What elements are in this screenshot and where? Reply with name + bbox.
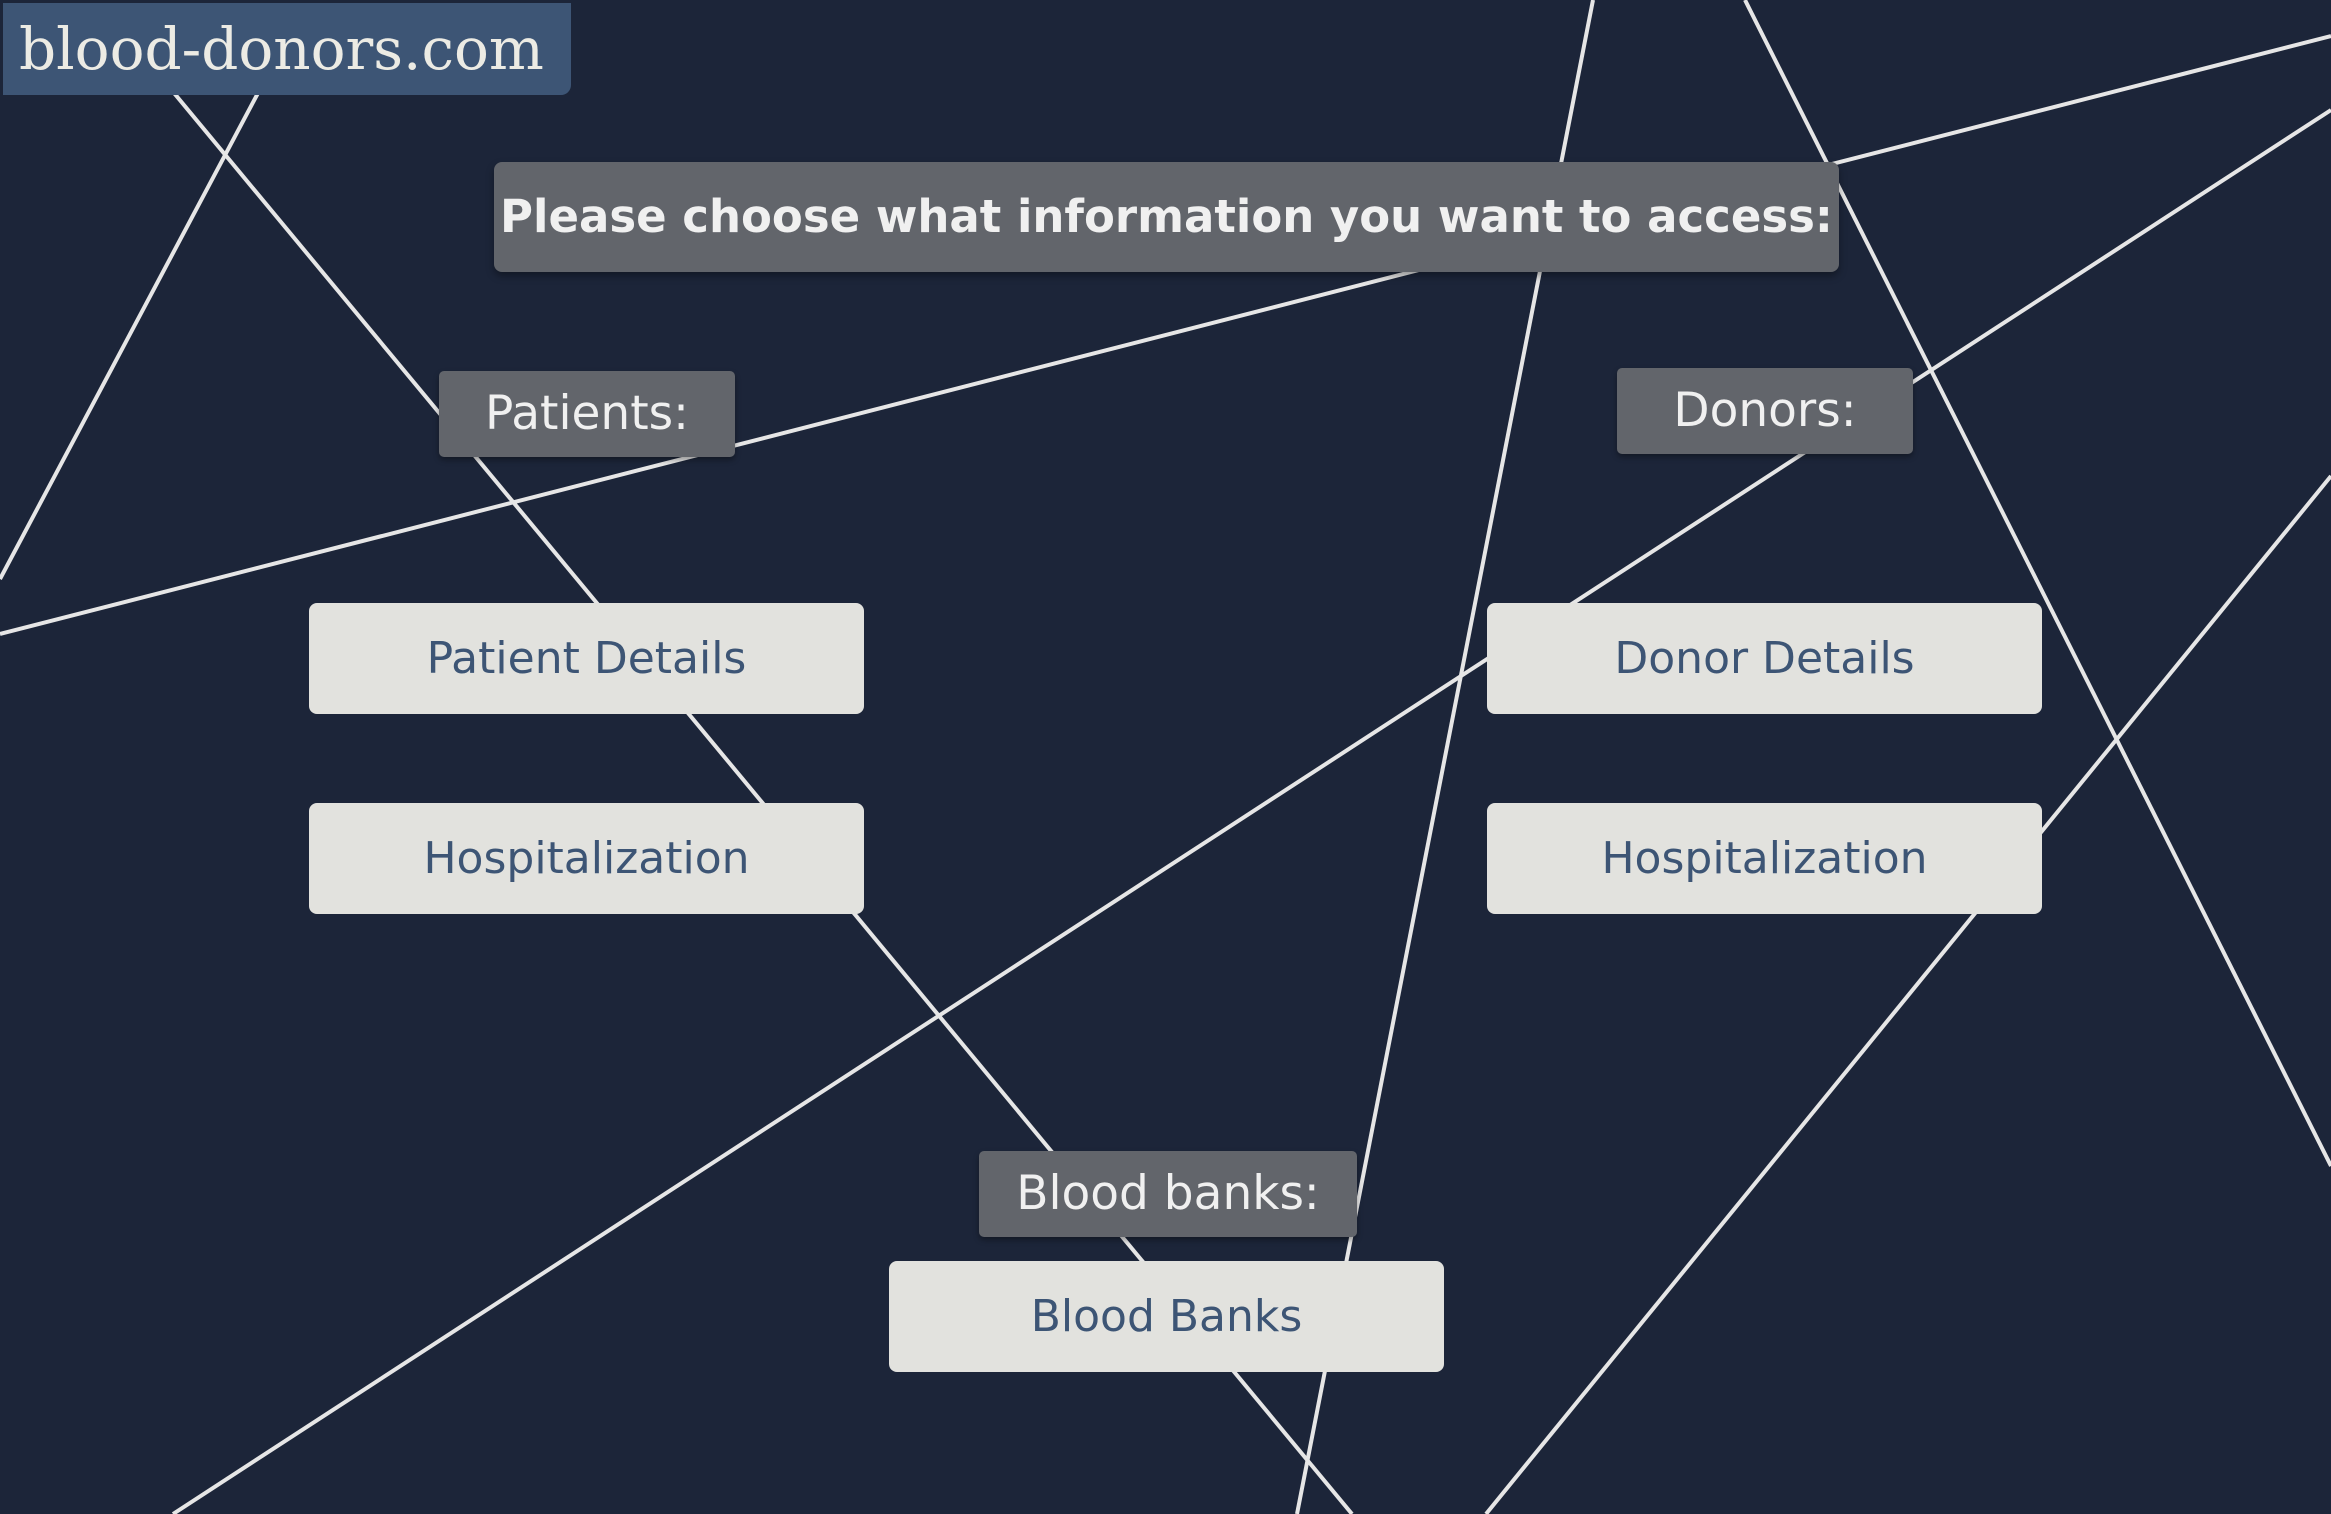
donor-hospitalization-button[interactable]: Hospitalization: [1487, 803, 2042, 914]
page-title: Please choose what information you want …: [494, 162, 1839, 272]
patient-details-button[interactable]: Patient Details: [309, 603, 864, 714]
site-logo[interactable]: blood-donors.com: [3, 3, 571, 95]
decorative-line: [1484, 474, 2331, 1514]
patients-section-label: Patients:: [439, 371, 735, 457]
decorative-line: [1743, 0, 2331, 1167]
blood-banks-button[interactable]: Blood Banks: [889, 1261, 1444, 1372]
donors-section-label: Donors:: [1617, 368, 1913, 454]
patient-hospitalization-button[interactable]: Hospitalization: [309, 803, 864, 914]
donor-details-button[interactable]: Donor Details: [1487, 603, 2042, 714]
decorative-line: [0, 92, 260, 580]
blood-banks-section-label: Blood banks:: [979, 1151, 1357, 1237]
decorative-line: [0, 34, 2331, 636]
decorative-line: [171, 108, 2331, 1514]
